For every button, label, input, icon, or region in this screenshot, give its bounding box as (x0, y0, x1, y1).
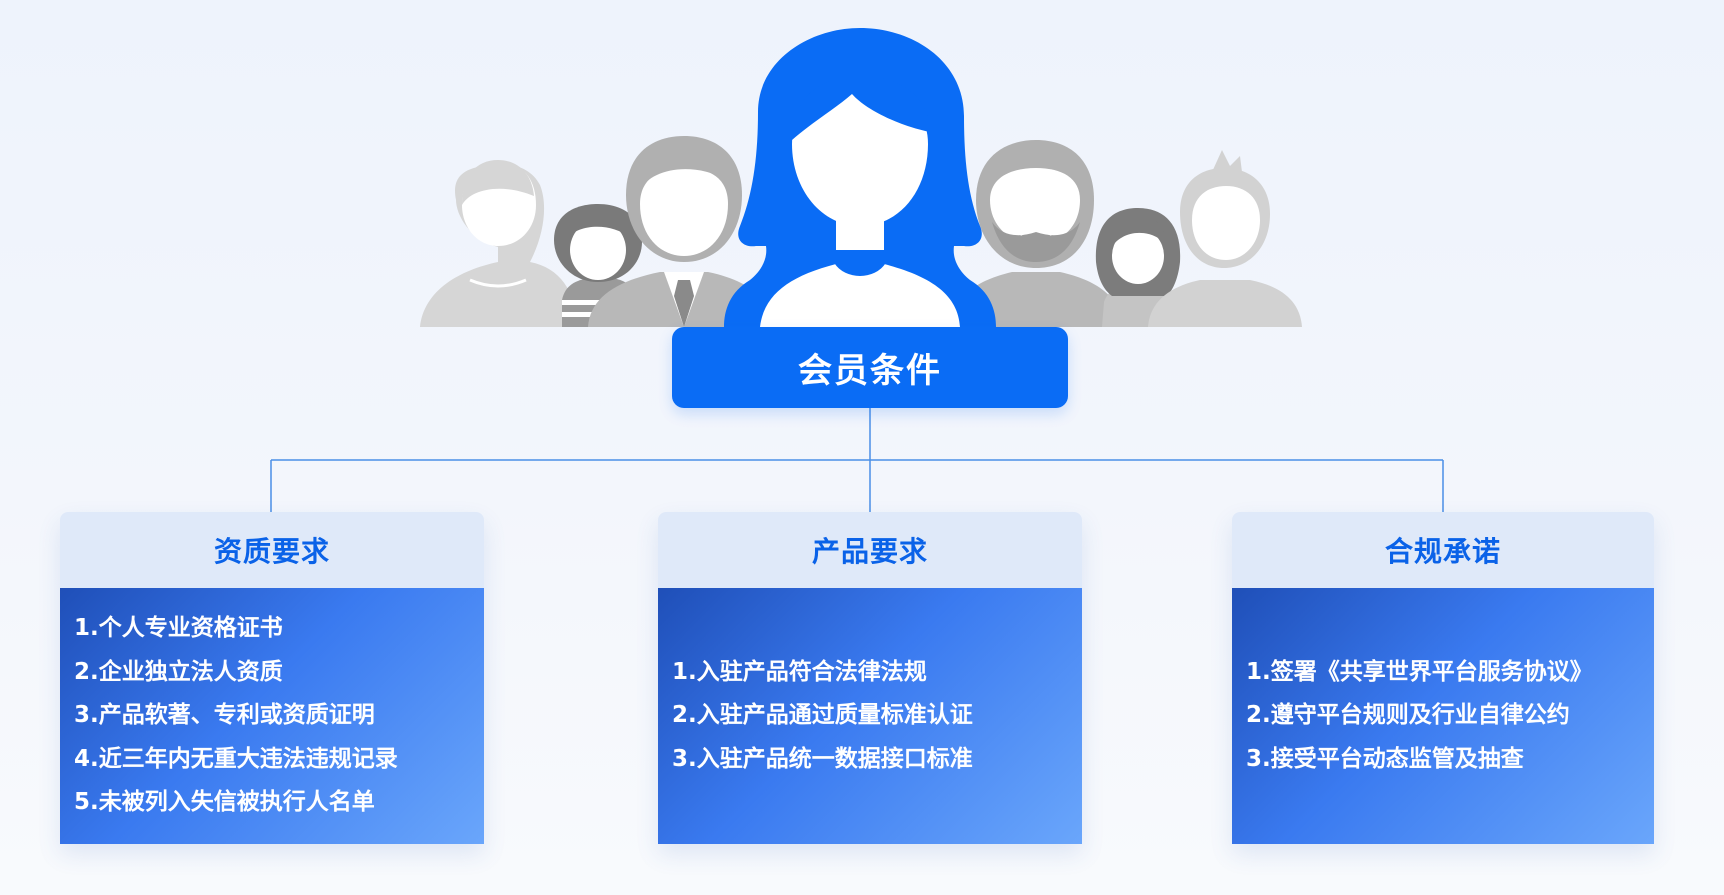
root-node-member-conditions: 会员条件 (672, 327, 1068, 408)
branch-card-product: 产品要求 1.入驻产品符合法律法规 2.入驻产品通过质量标准认证 3.入驻产品统… (658, 512, 1082, 844)
list-item: 2.企业独立法人资质 (74, 658, 283, 685)
list-item: 3.入驻产品统一数据接口标准 (672, 745, 973, 772)
branch-card-title: 合规承诺 (1384, 535, 1501, 568)
list-item: 2.入驻产品通过质量标准认证 (672, 702, 973, 729)
branch-card-body: 1.个人专业资格证书 2.企业独立法人资质 3.产品软著、专利或资质证明 4.近… (60, 588, 484, 844)
list-item: 1.入驻产品符合法律法规 (672, 658, 927, 685)
list-item: 1.签署《共享世界平台服务协议》 (1246, 658, 1593, 685)
branch-card-compliance: 合规承诺 1.签署《共享世界平台服务协议》 2.遵守平台规则及行业自律公约 3.… (1232, 512, 1654, 844)
people-group-illustration (420, 28, 1302, 327)
branch-card-header: 产品要求 (658, 512, 1082, 588)
list-item: 5.未被列入失信被执行人名单 (74, 789, 375, 816)
list-item: 3.产品软著、专利或资质证明 (74, 702, 375, 729)
young-man-avatar-icon (1148, 150, 1302, 327)
list-item: 1.个人专业资格证书 (74, 615, 283, 642)
branch-card-qualification: 资质要求 1.个人专业资格证书 2.企业独立法人资质 3.产品软著、专利或资质证… (60, 512, 484, 844)
branch-card-header: 合规承诺 (1232, 512, 1654, 588)
branch-card-title: 资质要求 (213, 535, 330, 568)
list-item: 3.接受平台动态监管及抽查 (1246, 745, 1524, 772)
branch-card-title: 产品要求 (811, 535, 928, 568)
branch-card-body: 1.入驻产品符合法律法规 2.入驻产品通过质量标准认证 3.入驻产品统一数据接口… (658, 588, 1082, 844)
list-item: 2.遵守平台规则及行业自律公约 (1246, 702, 1570, 729)
list-item: 4.近三年内无重大违法违规记录 (74, 745, 398, 772)
branch-card-header: 资质要求 (60, 512, 484, 588)
root-node-label: 会员条件 (798, 351, 942, 391)
woman-avatar-left-icon (420, 160, 578, 327)
branch-card-body: 1.签署《共享世界平台服务协议》 2.遵守平台规则及行业自律公约 3.接受平台动… (1232, 588, 1654, 844)
woman-avatar-icon (724, 28, 996, 327)
